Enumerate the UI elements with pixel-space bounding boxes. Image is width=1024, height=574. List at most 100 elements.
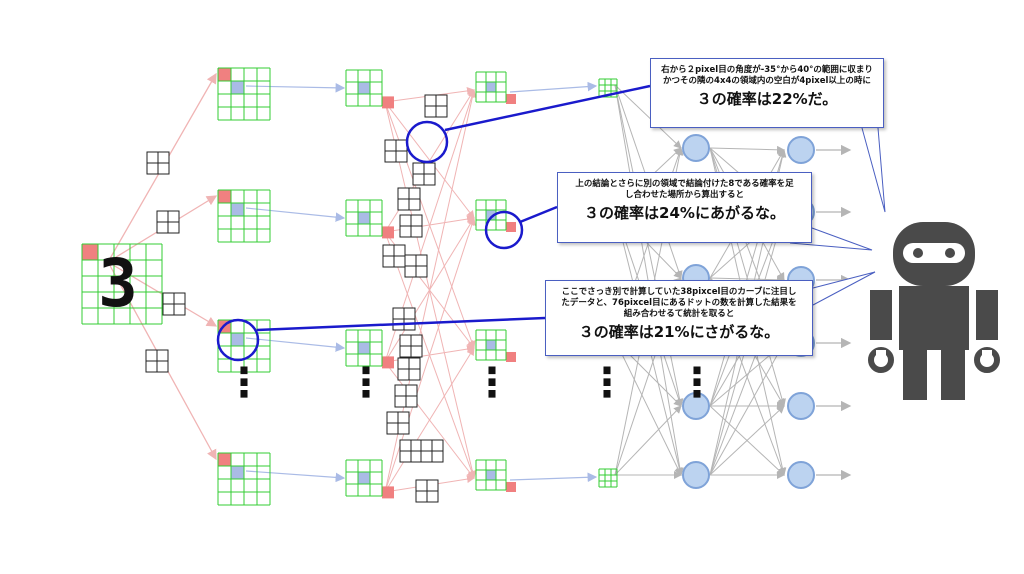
blue-cell <box>486 470 496 480</box>
filter-kernel-icon <box>382 244 406 268</box>
connection <box>709 405 785 476</box>
feature-map-layer1 <box>217 67 271 121</box>
pointer-line <box>444 84 651 132</box>
vertical-ellipsis: ⋮ <box>677 360 717 406</box>
filter-kernel-icon <box>145 349 169 373</box>
connection <box>614 339 682 476</box>
callout-2: 上の結論とさらに別の領域で結論付けた8である確率を足 し合わせた場所から算出する… <box>557 172 812 243</box>
blue-cell <box>231 466 244 479</box>
filter-kernel-icon <box>146 151 170 175</box>
callout-3-line1: ここでさっき別で計算していた38pixcel目のカーブに注目し <box>561 287 797 297</box>
feature-map-layer3 <box>475 329 516 362</box>
filter-kernel-icon <box>399 439 423 463</box>
highlight-circles <box>216 120 524 362</box>
callout-2-result: ３の確率は24%にあがるな。 <box>584 204 785 222</box>
callout-tail <box>812 271 876 306</box>
callout-3-line2: たデータと、76pixcel目にあるドットの数を計算した結果を <box>561 298 797 308</box>
callout-3-result: ３の確率は21%にさがるな。 <box>578 323 780 341</box>
filter-kernel-icon <box>412 162 436 186</box>
blue-cell <box>358 82 370 94</box>
callout-1-line1: 右から２pixel目の角度が-35°から40°の範囲に収まり <box>661 65 873 75</box>
red-cell <box>506 222 516 232</box>
callout-1-result: ３の確率は22%だ。 <box>696 90 838 108</box>
feature-map-layer1 <box>217 452 271 506</box>
input-digit: 3 <box>98 245 138 322</box>
filter-kernel-icon <box>392 307 416 331</box>
callout-2-line2: し合わせた場所から算出すると <box>624 190 744 200</box>
blue-cell <box>231 203 244 216</box>
filter-kernel-icon <box>156 210 180 234</box>
red-cell <box>218 68 231 81</box>
callout-tail <box>861 127 886 213</box>
connection <box>509 472 598 483</box>
feature-map-layer3 <box>475 459 516 492</box>
highlight-circle <box>405 120 449 164</box>
connection <box>709 342 785 476</box>
feature-map-layer1 <box>217 189 271 243</box>
filter-kernel-icon <box>386 411 410 435</box>
feature-map-layer2 <box>345 459 394 499</box>
robot-icon <box>868 222 1000 400</box>
neuron-node <box>787 392 815 420</box>
vertical-ellipsis: ⋮ <box>224 360 264 406</box>
red-cell <box>382 356 394 369</box>
red-cell <box>506 352 516 362</box>
feature-map-layer2 <box>345 69 394 109</box>
filter-kernel-icon <box>415 479 439 503</box>
red-cell <box>382 226 394 239</box>
connection <box>709 145 785 154</box>
feature-map-layer2 <box>345 199 394 239</box>
neuron-node <box>787 461 815 489</box>
callout-3-line3: 組み合わせるて統計を取ると <box>623 309 735 319</box>
filter-kernel-icon <box>424 94 448 118</box>
feature-map-layer2 <box>345 329 394 369</box>
connection <box>384 347 475 493</box>
red-cell <box>506 94 516 104</box>
red-cell <box>218 190 231 203</box>
callout-1-line2: かつその隣の4x4の領域内の空白が4pixel以上の時に <box>663 76 871 86</box>
vertical-ellipsis: ⋮ <box>587 360 627 406</box>
pointer-line <box>256 316 546 332</box>
blue-cell <box>358 472 370 484</box>
connection <box>509 81 598 93</box>
red-cell <box>218 453 231 466</box>
blue-cell <box>231 333 244 346</box>
connection <box>614 84 682 149</box>
highlight-circle <box>484 210 524 250</box>
filter-kernel-icon <box>397 357 421 381</box>
blue-cell <box>486 340 496 350</box>
connection <box>245 337 346 352</box>
feature-map-layer3 <box>475 199 516 232</box>
connection <box>245 83 346 93</box>
red-cell <box>82 244 98 260</box>
filter-kernel-icon <box>394 384 418 408</box>
neuron-node <box>787 136 815 164</box>
filter-kernels <box>145 94 448 503</box>
connection <box>245 470 346 483</box>
blue-cell <box>486 82 496 92</box>
neuron-node <box>682 461 710 489</box>
neuron-node <box>682 134 710 162</box>
vertical-ellipsis: ⋮ <box>472 360 512 406</box>
blue-cell <box>231 81 244 94</box>
callout-1: 右から２pixel目の角度が-35°から40°の範囲に収まり かつその隣の4x4… <box>650 58 884 128</box>
pointer-line <box>519 205 558 224</box>
filter-kernel-icon <box>404 254 428 278</box>
filter-kernel-icon <box>384 139 408 163</box>
blue-cell <box>358 212 370 224</box>
red-cell <box>382 96 394 109</box>
input-to-feature-connections <box>107 72 598 493</box>
callout-2-line1: 上の結論とさらに別の領域で結論付けた8である確率を足 <box>575 179 794 189</box>
red-cell <box>382 486 394 499</box>
continuation-dots: ⋮⋮⋮⋮⋮ <box>224 360 717 406</box>
filter-kernel-icon <box>162 292 186 316</box>
neuron-node <box>682 392 710 420</box>
highlight-circle <box>216 318 260 362</box>
filter-kernel-icon <box>420 439 444 463</box>
feature-map-layer3 <box>475 71 516 104</box>
input-grid <box>81 243 163 325</box>
connection <box>614 405 682 476</box>
filter-kernel-icon <box>399 334 423 358</box>
callout-3: ここでさっき別で計算していた38pixcel目のカーブに注目し たデータと、76… <box>545 280 813 356</box>
